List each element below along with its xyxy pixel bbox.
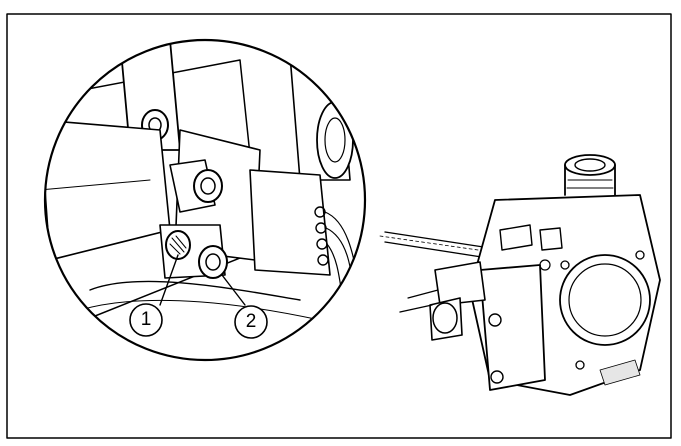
figure-border (6, 13, 672, 439)
gas-valve-assembly (399, 154, 661, 396)
callout-circle-1 (129, 303, 163, 337)
detail-view (45, 40, 361, 331)
magnifier-circle (43, 38, 367, 362)
callout-circle-2 (234, 305, 268, 339)
projection-lines (384, 231, 491, 259)
leader-line-1 (159, 254, 179, 306)
callout-label-2: 2 (245, 311, 257, 332)
callout-label-1: 1 (140, 309, 152, 330)
leader-line-2 (221, 274, 246, 306)
